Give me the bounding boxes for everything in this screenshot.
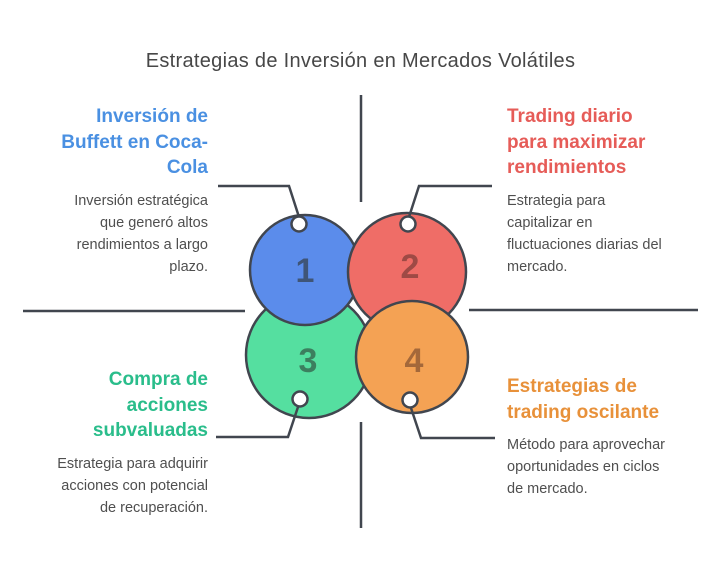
connector-step-1 [218,184,301,218]
step-3-text-block: Compra de acciones subvaluadas Estrategi… [38,367,208,519]
step-1-description: Inversión estratégica que generó altos r… [74,192,208,276]
step-3-description: Estrategia para adquirir acciones con po… [57,455,208,516]
connector-step-2 [407,184,492,218]
connector-step-4 [409,407,495,440]
connector-dot-step-3 [291,390,309,408]
step-1-text-block: Inversión de Buffett en Coca- Cola Inver… [38,104,208,278]
step-1-heading: Inversión de Buffett en Coca- Cola [61,106,208,179]
connector-step-3 [216,406,300,439]
step-4-heading: Estrategias de trading oscilante [507,376,660,423]
step-3-heading: Compra de acciones subvaluadas [92,369,208,442]
step-2-heading: Trading diario para maximizar rendimient… [507,106,646,179]
step-2-number: 2 [401,248,420,286]
step-2-description: Estrategia para capitalizar en fluctuaci… [507,192,662,276]
step-4-text-block: Estrategias de trading oscilante Método … [507,374,707,500]
step-1-number: 1 [296,252,315,290]
step-4-number: 4 [405,342,424,380]
step-4-description: Método para aprovechar oportunidades en … [507,437,665,498]
connector-dot-step-2 [399,215,417,233]
connector-dot-step-4 [401,391,419,409]
connector-dot-step-1 [290,215,308,233]
step-2-text-block: Trading diario para maximizar rendimient… [507,104,703,278]
page-title: Estrategias de Inversión en Mercados Vol… [145,50,576,72]
step-3-number: 3 [299,342,318,380]
